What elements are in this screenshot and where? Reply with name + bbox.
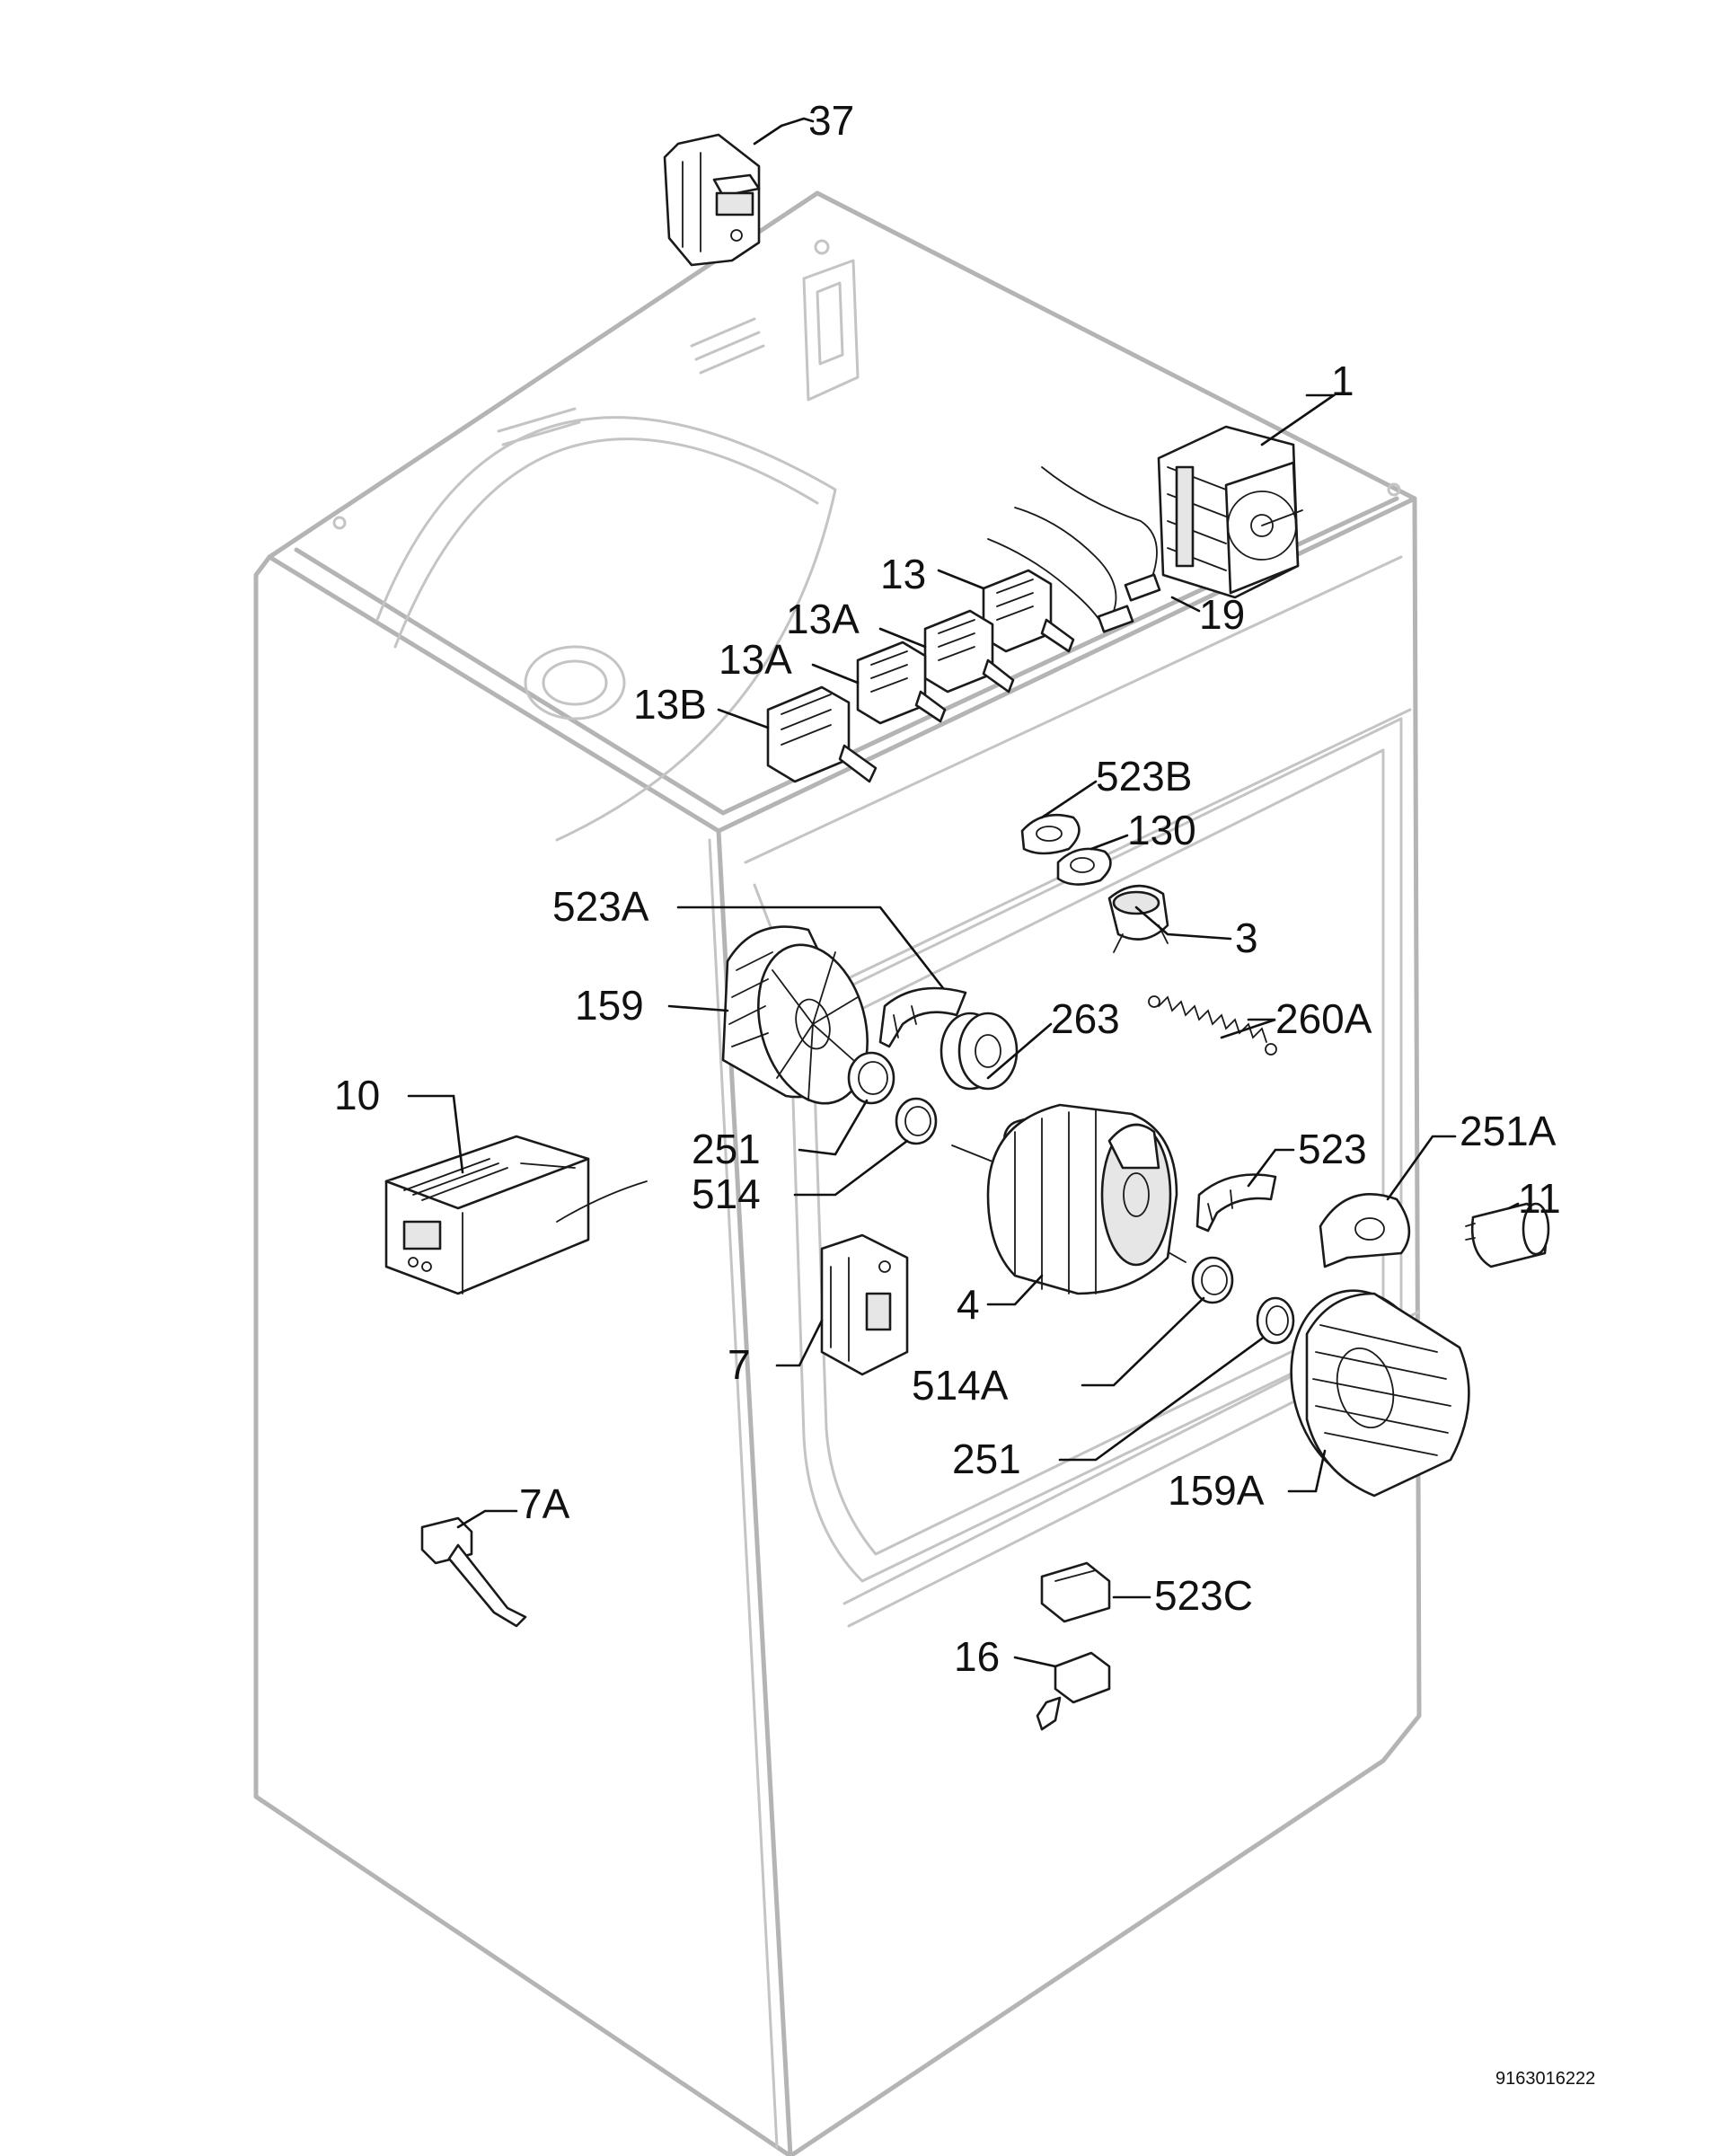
label-159a: 159A [1168, 1467, 1265, 1514]
part-523-bracket [1195, 1173, 1277, 1233]
label-251-left: 251 [692, 1126, 761, 1172]
part-19-wiring [987, 466, 1161, 633]
label-251-right: 251 [952, 1436, 1021, 1482]
label-514: 514 [692, 1171, 761, 1217]
label-11: 11 [1518, 1175, 1561, 1222]
part-251-bearing-left [847, 1051, 895, 1105]
label-10: 10 [334, 1072, 380, 1118]
leader-lines [407, 117, 1520, 1668]
part-11-capacitor [1465, 1202, 1550, 1268]
label-13a-lower: 13A [719, 636, 792, 683]
part-7a-micro-switch [420, 1516, 527, 1628]
label-523b: 523B [1096, 753, 1192, 800]
part-514a-bearing [1191, 1256, 1234, 1304]
label-514a: 514A [912, 1362, 1009, 1409]
label-130: 130 [1127, 807, 1196, 853]
label-13a-upper: 13A [786, 596, 860, 642]
part-523a-bracket [878, 986, 967, 1048]
label-4: 4 [957, 1281, 980, 1328]
part-251-bearing-right [1256, 1296, 1295, 1345]
part-13b-switch [766, 685, 878, 783]
part-13a-switch-upper [923, 609, 1015, 694]
part-523b-seal [1020, 813, 1081, 855]
label-13b: 13B [633, 681, 707, 728]
label-3: 3 [1235, 915, 1258, 961]
diagram-code: 9163016222 [1495, 2069, 1595, 2089]
label-159: 159 [575, 982, 644, 1029]
part-523c-switch [1040, 1561, 1111, 1623]
label-251a: 251A [1460, 1108, 1557, 1154]
part-16-switch [1036, 1651, 1111, 1731]
part-7-door-lock [820, 1233, 909, 1376]
label-1: 1 [1331, 358, 1354, 404]
part-159a-fan-impeller [1290, 1289, 1470, 1498]
label-7a: 7A [519, 1480, 570, 1527]
part-10-heater [384, 1135, 648, 1295]
part-4-motor [951, 1103, 1186, 1295]
part-251a-fan-cover [1319, 1192, 1411, 1268]
part-37-door-switch [663, 133, 761, 267]
label-16: 16 [954, 1633, 1000, 1680]
label-37: 37 [808, 97, 854, 144]
label-19: 19 [1199, 591, 1245, 638]
label-523c: 523C [1154, 1572, 1253, 1619]
part-263-pulley [939, 1012, 1019, 1091]
label-260a: 260A [1275, 995, 1372, 1042]
part-1-timer [1157, 425, 1303, 599]
label-523a: 523A [552, 883, 649, 930]
label-263: 263 [1051, 995, 1120, 1042]
part-130-seal [1056, 847, 1112, 886]
part-3-thermostat [1107, 884, 1169, 953]
label-13: 13 [880, 551, 926, 597]
part-514-bearing-left [895, 1097, 938, 1145]
part-13-switch [982, 569, 1075, 653]
label-523: 523 [1298, 1126, 1367, 1172]
part-13a-switch-lower [856, 641, 947, 725]
label-7: 7 [728, 1341, 751, 1388]
part-159-fan-wheel [721, 925, 869, 1105]
part-labels: 37 1 13 19 13A 13A 13B 523B 130 3 523A 1… [334, 97, 1595, 2089]
